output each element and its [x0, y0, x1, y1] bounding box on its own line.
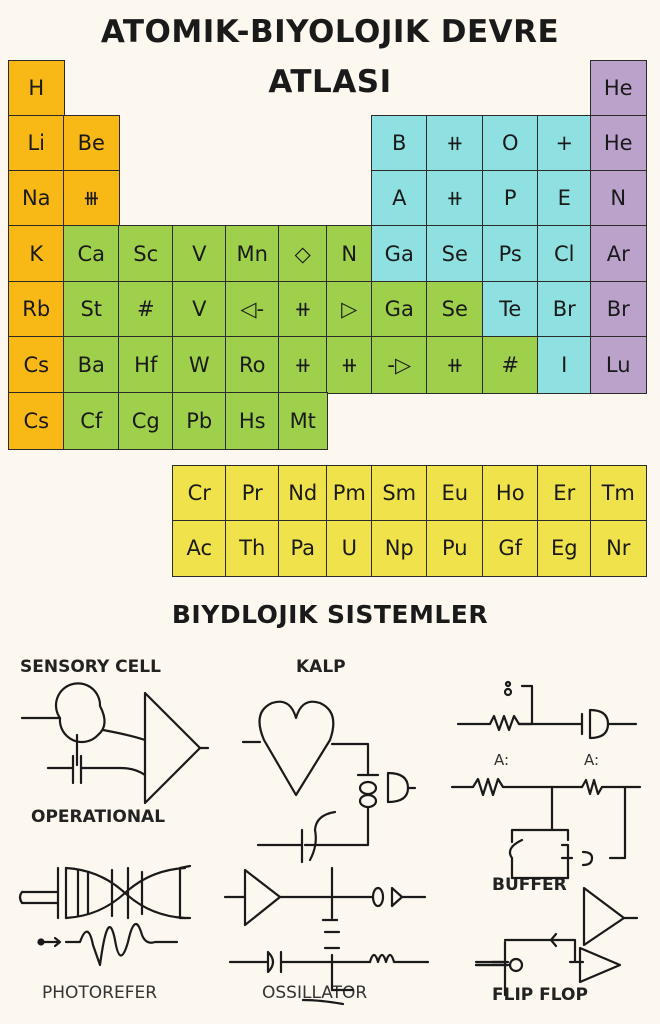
element-cell: ⧺ [426, 336, 484, 394]
series-element-cell: Eg [537, 520, 592, 577]
series-element-cell: Nd [278, 465, 328, 522]
element-cell: A [371, 170, 428, 227]
element-cell: Sc [118, 225, 174, 283]
label-ossillator: OSSILLATOR [262, 983, 368, 1003]
label-resistor-1: A: [494, 751, 510, 769]
series-element-cell: Ho [482, 465, 539, 522]
element-cell: Ps [482, 225, 539, 283]
element-cell: Cs [8, 392, 65, 450]
series-element-cell: Pu [426, 520, 484, 577]
element-cell: Ar [590, 225, 647, 283]
element-cell: N [590, 170, 647, 227]
element-cell: V [172, 281, 227, 338]
element-cell: Cf [63, 392, 120, 450]
dna-helix [18, 864, 192, 920]
buffer-flipflop-circuit [474, 886, 639, 997]
element-cell: # [482, 336, 539, 394]
element-cell: He [590, 60, 647, 117]
element-cell: Hf [118, 336, 174, 394]
series-element-cell: Ac [172, 520, 227, 577]
series-element-cell: Pr [225, 465, 280, 522]
element-cell: O [482, 115, 539, 172]
element-cell: ⧺ [278, 281, 328, 338]
label-photorefer: PHOTOREFER [42, 983, 158, 1003]
element-cell: ⧻ [63, 170, 120, 227]
element-cell: Cs [8, 336, 65, 394]
element-cell: I [537, 336, 592, 394]
element-cell: ◇ [278, 225, 328, 283]
series-element-cell: Sm [371, 465, 428, 522]
waveform [37, 923, 179, 967]
element-cell: Ca [63, 225, 120, 283]
element-cell: # [118, 281, 174, 338]
label-operational: OPERATIONAL [31, 807, 166, 827]
label-buffer: BUFFER [492, 875, 567, 895]
element-cell: N [326, 225, 373, 283]
label-sensory-cell: SENSORY CELL [20, 657, 161, 677]
element-cell: Se [426, 281, 484, 338]
poster-title-line1: ATOMIK-BIYOLOJIK DEVRE [100, 14, 560, 50]
element-cell: Lu [590, 336, 647, 394]
label-kalp: KALP [296, 657, 346, 677]
element-cell: He [590, 115, 647, 172]
element-cell: Pb [172, 392, 227, 450]
element-cell: E [537, 170, 592, 227]
heart-circuit [241, 700, 417, 864]
series-element-cell: Eu [426, 465, 484, 522]
label-resistor-2: A: [584, 751, 600, 769]
section-title: BIYDLOJIK SISTEMLER [171, 600, 489, 629]
series-element-cell: Cr [172, 465, 227, 522]
element-cell: Ga [371, 225, 428, 283]
sensory-cell-circuit [20, 682, 210, 805]
resistor-gate-circuit [450, 680, 642, 880]
element-cell: + [537, 115, 592, 172]
element-cell: Ro [225, 336, 280, 394]
element-cell: Be [63, 115, 120, 172]
element-cell: Mt [278, 392, 328, 450]
poster-title-line2: ATLASI [268, 64, 392, 100]
element-cell: ⧺ [426, 115, 484, 172]
element-cell: P [482, 170, 539, 227]
oscillator-circuit [223, 866, 430, 1006]
series-element-cell: U [326, 520, 373, 577]
element-cell: Na [8, 170, 65, 227]
element-cell: ⧺ [426, 170, 484, 227]
element-cell: Ga [371, 281, 428, 338]
series-element-cell: Th [225, 520, 280, 577]
series-element-cell: Nr [590, 520, 647, 577]
element-cell: W [172, 336, 227, 394]
label-flip-flop: FLIP FLOP [492, 985, 588, 1005]
series-element-cell: Er [537, 465, 592, 522]
